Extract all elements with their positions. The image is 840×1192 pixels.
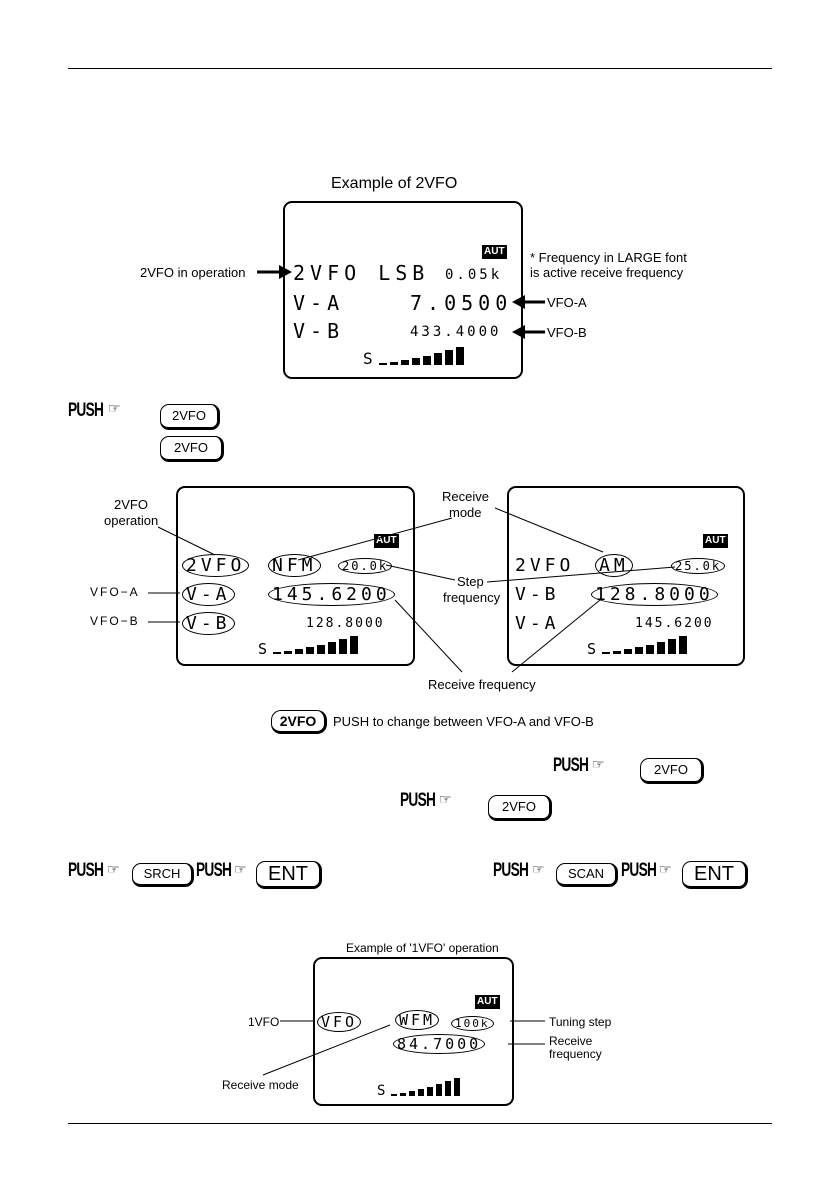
bottom-freq: 84.7000 bbox=[393, 1034, 486, 1054]
push-label-2: PUSH bbox=[553, 755, 589, 776]
right-vb-label: V-B bbox=[515, 584, 560, 605]
label-step-1: Step bbox=[457, 574, 484, 589]
top-vb-label: V-B bbox=[293, 319, 345, 343]
top-va-freq: 7.0500 bbox=[410, 291, 513, 315]
middle-left-lcd: AUT 2VFO NFM 20.0k V-A 145.6200 V-B 128.… bbox=[176, 486, 415, 666]
key-srch[interactable]: SRCH bbox=[132, 863, 194, 887]
push-label-6: PUSH bbox=[493, 860, 529, 881]
push-label-3: PUSH bbox=[400, 790, 436, 811]
left-mode: NFM bbox=[268, 554, 321, 577]
right-va-label: V-A bbox=[515, 613, 560, 634]
label-vfo-a: VFO-A bbox=[547, 295, 587, 310]
note-line2: is active receive frequency bbox=[530, 265, 684, 280]
label-vfo-b-middle: VFO−B bbox=[90, 614, 140, 628]
label-receive-mode-2: mode bbox=[449, 505, 482, 520]
label-bottom-receive-mode: Receive mode bbox=[222, 1078, 299, 1092]
push-label-1: PUSH bbox=[68, 400, 104, 421]
label-step-2: frequency bbox=[443, 590, 501, 605]
label-1vfo: 1VFO bbox=[248, 1015, 280, 1029]
push-label-7: PUSH bbox=[621, 860, 657, 881]
label-vfo-a-middle: VFO−A bbox=[90, 585, 140, 599]
right-mode: AM bbox=[595, 554, 633, 577]
key-ent-1[interactable]: ENT bbox=[256, 861, 322, 889]
hand-pointer-icon: ☞ bbox=[592, 756, 605, 772]
header-rule bbox=[68, 68, 772, 69]
key-2vfo-4[interactable]: 2VFO bbox=[488, 795, 552, 821]
label-bottom-receive-freq-1: Receive bbox=[549, 1034, 593, 1048]
right-vfo-indicator: 2VFO bbox=[515, 555, 575, 576]
top-aut-badge: AUT bbox=[482, 245, 507, 259]
label-2vfo-in-operation: 2VFO in operation bbox=[140, 265, 246, 280]
right-main-freq: 128.8000 bbox=[591, 583, 718, 606]
left-signal-meter bbox=[273, 636, 358, 654]
top-step: 0.05k bbox=[445, 267, 503, 283]
top-signal-meter bbox=[379, 347, 464, 365]
right-step: 25.0k bbox=[671, 558, 726, 574]
key-ent-2[interactable]: ENT bbox=[682, 861, 748, 889]
label-2vfo-operation-1: 2VFO bbox=[114, 497, 148, 512]
hand-pointer-icon: ☞ bbox=[439, 791, 452, 807]
label-receive-mode-1: Receive bbox=[442, 489, 489, 504]
left-vb-label: V-B bbox=[182, 612, 235, 635]
left-sub-freq: 128.8000 bbox=[306, 616, 385, 631]
hand-pointer-icon: ☞ bbox=[107, 861, 120, 877]
key-2vfo-3[interactable]: 2VFO bbox=[640, 758, 704, 784]
right-sub-freq: 145.6200 bbox=[635, 616, 714, 631]
bottom-s-label: S bbox=[377, 1083, 391, 1099]
bottom-example-title: Example of '1VFO' operation bbox=[346, 941, 499, 955]
caption-key-2vfo[interactable]: 2VFO bbox=[271, 710, 327, 734]
note-line1: * Frequency in LARGE font bbox=[530, 250, 687, 265]
top-vb-freq: 433.4000 bbox=[410, 324, 502, 340]
label-bottom-receive-freq-2: frequency bbox=[549, 1047, 602, 1061]
top-lcd-display: AUT 2VFO LSB 0.05k V-A 7.0500 V-B 433.40… bbox=[283, 201, 523, 379]
left-vfo-indicator: 2VFO bbox=[182, 554, 250, 577]
top-line1: 2VFO LSB bbox=[293, 261, 430, 285]
footer-rule bbox=[68, 1123, 772, 1124]
label-receive-frequency: Receive frequency bbox=[428, 677, 536, 692]
middle-right-lcd: AUT 2VFO AM 25.0k V-B 128.8000 V-A 145.6… bbox=[507, 486, 745, 666]
bottom-signal-meter bbox=[391, 1078, 460, 1096]
key-2vfo-1[interactable]: 2VFO bbox=[160, 404, 220, 430]
top-va-label: V-A bbox=[293, 291, 345, 315]
right-aut-badge: AUT bbox=[703, 534, 728, 548]
key-scan[interactable]: SCAN bbox=[556, 863, 618, 887]
key-2vfo-2[interactable]: 2VFO bbox=[160, 436, 224, 462]
bottom-step: 100k bbox=[451, 1016, 494, 1031]
push-label-5: PUSH bbox=[196, 860, 232, 881]
hand-pointer-icon: ☞ bbox=[659, 861, 672, 877]
top-example-title: Example of 2VFO bbox=[331, 175, 458, 192]
right-signal-meter bbox=[602, 636, 687, 654]
left-s-label: S bbox=[258, 640, 273, 658]
top-s-label: S bbox=[363, 349, 378, 368]
left-main-freq: 145.6200 bbox=[268, 583, 395, 606]
bottom-mode: WFM bbox=[395, 1010, 440, 1030]
left-va-label: V-A bbox=[182, 583, 235, 606]
bottom-aut-badge: AUT bbox=[475, 995, 500, 1009]
hand-pointer-icon: ☞ bbox=[234, 861, 247, 877]
caption-text: PUSH to change between VFO-A and VFO-B bbox=[333, 714, 594, 729]
right-s-label: S bbox=[587, 640, 602, 658]
hand-pointer-icon: ☞ bbox=[108, 400, 121, 416]
label-vfo-b: VFO-B bbox=[547, 325, 587, 340]
push-label-4: PUSH bbox=[68, 860, 104, 881]
hand-pointer-icon: ☞ bbox=[532, 861, 545, 877]
label-2vfo-operation-2: operation bbox=[104, 513, 159, 528]
label-tuning-step: Tuning step bbox=[549, 1015, 612, 1029]
bottom-vfo: VFO bbox=[317, 1012, 362, 1032]
bottom-lcd-display: AUT VFO WFM 100k 84.7000 S bbox=[313, 957, 514, 1106]
